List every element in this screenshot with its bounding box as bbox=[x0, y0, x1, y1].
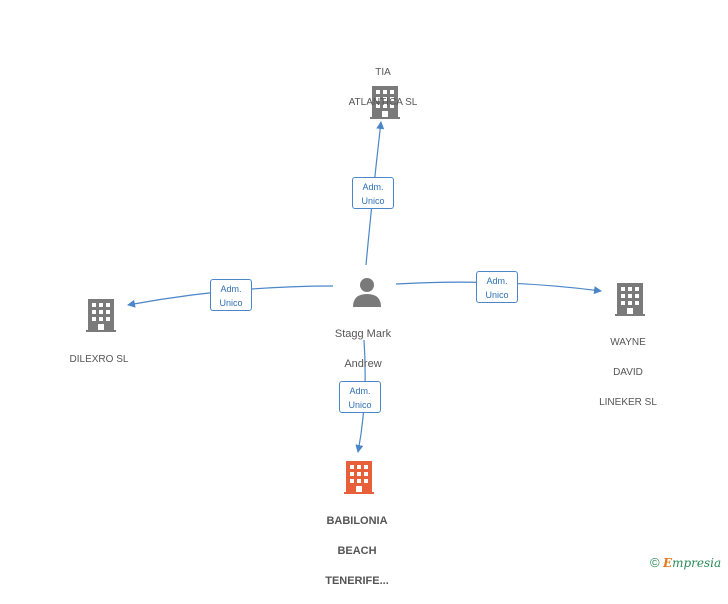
copyright-symbol: © bbox=[650, 555, 660, 570]
empresia-brand[interactable]: © Empresia bbox=[650, 555, 721, 570]
building-icon bbox=[615, 283, 645, 316]
person-icon bbox=[353, 278, 381, 307]
main-building-icon bbox=[344, 461, 374, 494]
edge-label-babilonia: Adm. Unico bbox=[339, 381, 381, 413]
company-name-line: BEACH bbox=[337, 545, 377, 557]
company-name-line: LINEKER SL bbox=[599, 397, 657, 408]
network-graph bbox=[86, 86, 645, 494]
person-label[interactable]: Stagg Mark Andrew bbox=[313, 312, 413, 387]
edge-role-detail: Unico bbox=[485, 290, 509, 300]
edge-label-dilexro: Adm. Unico bbox=[210, 279, 252, 311]
edge-role: Adm. bbox=[486, 276, 508, 286]
edge-role: Adm. bbox=[349, 386, 371, 396]
brand-rest: mpresia bbox=[672, 556, 722, 570]
company-label-dilexro[interactable]: DILEXRO SL bbox=[49, 337, 149, 382]
company-name-line: DAVID bbox=[613, 367, 643, 378]
building-icon bbox=[86, 299, 116, 332]
company-label-wayne[interactable]: WAYNE DAVID LINEKER SL bbox=[578, 320, 678, 425]
company-label-tia[interactable]: TIA ATLANTICA SL bbox=[333, 50, 433, 125]
company-name-line: TIA bbox=[375, 67, 391, 78]
edge-label-wayne: Adm. Unico bbox=[476, 271, 518, 303]
company-name-line: WAYNE bbox=[610, 337, 646, 348]
edge-role: Adm. bbox=[362, 182, 384, 192]
building-icon bbox=[370, 86, 400, 119]
person-name-line: Andrew bbox=[344, 358, 382, 370]
company-name-line: ATLANTICA SL bbox=[348, 97, 418, 108]
edge-role-detail: Unico bbox=[219, 298, 243, 308]
company-name-line: DILEXRO SL bbox=[69, 354, 129, 365]
company-name-line: TENERIFE... bbox=[325, 575, 389, 587]
brand-initial: E bbox=[662, 556, 673, 570]
edge-role-detail: Unico bbox=[348, 400, 372, 410]
company-label-babilonia[interactable]: BABILONIA BEACH TENERIFE... bbox=[307, 499, 407, 604]
brand-logo: Empresia bbox=[663, 556, 721, 570]
edge-role: Adm. bbox=[220, 284, 242, 294]
edge-label-tia: Adm. Unico bbox=[352, 177, 394, 209]
company-name-line: BABILONIA bbox=[326, 515, 388, 527]
person-name-line: Stagg Mark bbox=[334, 328, 392, 340]
edge-role-detail: Unico bbox=[361, 196, 385, 206]
